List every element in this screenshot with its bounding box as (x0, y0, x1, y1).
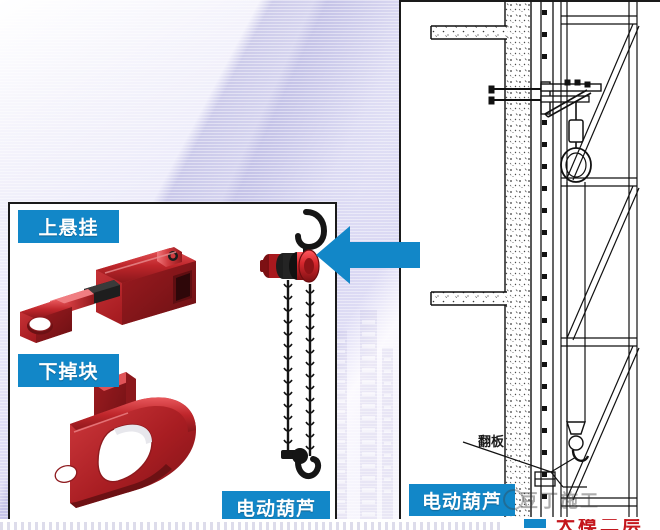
pointer-arrow (316, 224, 420, 286)
upper-hanger-part (20, 247, 196, 343)
caption-upper-hanger[interactable]: 上悬挂 (18, 210, 119, 243)
lower-bracket-fragment (534, 471, 556, 487)
caption-electric-hoist-right[interactable]: 电动葫芦 (409, 484, 515, 516)
caption-lower-block[interactable]: 下掉块 (18, 354, 119, 387)
bottom-strip-chip (524, 519, 546, 528)
guide-rail-track (540, 2, 554, 517)
bottom-strip-texture (0, 522, 500, 530)
lower-floor-slab (430, 291, 507, 306)
upper-floor-slab (430, 25, 507, 40)
flip-plate (462, 441, 587, 488)
scaffold-section-drawing: 翻板 (399, 0, 660, 523)
concrete-shear-wall (504, 2, 532, 517)
bottom-cutoff-strip: 大模二层第二建筑 (0, 519, 660, 530)
lower-block-part (54, 372, 196, 508)
background-building-silhouette (330, 300, 410, 530)
caption-electric-hoist-left[interactable]: 电动葫芦 (222, 491, 330, 523)
product-photo-canvas (10, 204, 335, 524)
climbing-scaffold-truss (560, 2, 640, 517)
watermark-circle-icon (503, 489, 524, 510)
bottom-strip-title: 大模二层第二建筑 (556, 519, 645, 530)
electric-hoist-part (260, 209, 328, 480)
product-photo-panel (8, 202, 337, 526)
watermark-text: 豆丁施工 (520, 491, 600, 512)
flip-plate-label: 翻板 (478, 435, 505, 450)
lower-hook-detail (566, 421, 590, 462)
bottom-hook-icon (281, 448, 322, 480)
